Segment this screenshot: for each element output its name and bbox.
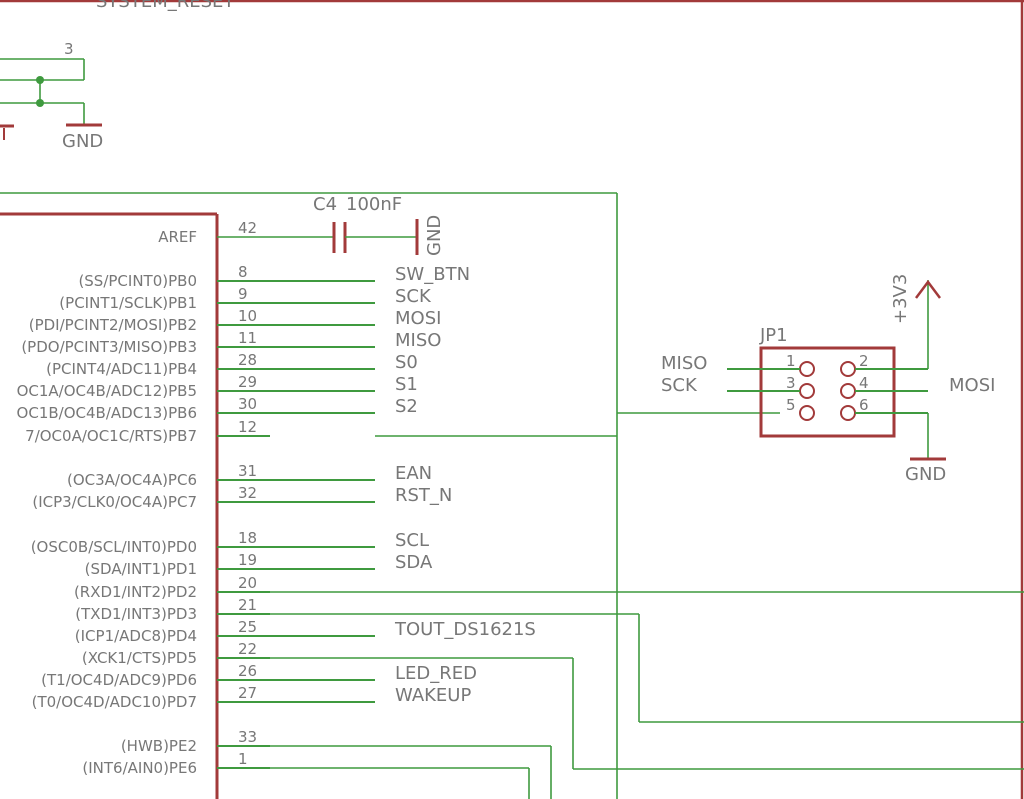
gnd-top-label: GND xyxy=(62,131,103,152)
header-pad-1 xyxy=(799,361,815,377)
header-mosi-label: MOSI xyxy=(949,375,995,396)
mcu-pin-number-12: 19 xyxy=(238,551,257,569)
mcu-pin-number-7: 30 xyxy=(238,395,257,413)
mcu-pin-label-0: AREF xyxy=(158,228,197,246)
mcu-pin-number-2: 9 xyxy=(238,285,248,303)
header-sck-label: SCK xyxy=(661,375,698,396)
header-pad-5 xyxy=(799,405,815,421)
mcu-pin-label-15: (ICP1/ADC8)PD4 xyxy=(75,627,197,645)
net-label-2: SCK xyxy=(395,286,432,307)
mcu-pin-number-0: 42 xyxy=(238,219,257,237)
mcu-pin-label-17: (T1/OC4D/ADC9)PD6 xyxy=(41,671,197,689)
header-pin-4: 4 xyxy=(859,374,869,392)
mcu-pin-number-10: 32 xyxy=(238,484,257,502)
capacitor-name: C4 xyxy=(313,194,337,215)
net-label-18: WAKEUP xyxy=(395,685,471,706)
mcu-pin-number-16: 22 xyxy=(238,640,257,658)
mcu-pin-label-6: OC1A/OC4B/ADC12)PB5 xyxy=(17,382,197,400)
junction-dot-1 xyxy=(36,76,44,84)
mcu-pin-number-8: 12 xyxy=(238,418,257,436)
net-label-1: SW_BTN xyxy=(395,264,470,285)
net-label-12: SDA xyxy=(395,552,433,573)
mcu-pin-label-14: (TXD1/INT3)PD3 xyxy=(75,605,197,623)
mcu-pin-label-12: (SDA/INT1)PD1 xyxy=(85,560,197,578)
mcu-pin-label-3: (PDI/PCINT2/MOSI)PB2 xyxy=(29,316,197,334)
header-name: JP1 xyxy=(759,325,788,346)
header-gnd-label: GND xyxy=(905,464,946,485)
mcu-pin-number-14: 21 xyxy=(238,596,257,614)
mcu-pin-number-13: 20 xyxy=(238,574,257,592)
mcu-pin-number-5: 28 xyxy=(238,351,257,369)
capacitor-value: 100nF xyxy=(346,194,402,215)
header-pin-3: 3 xyxy=(786,374,796,392)
mcu-pin-number-4: 11 xyxy=(238,329,257,347)
header-pin-1: 1 xyxy=(786,352,796,370)
net-label-10: RST_N xyxy=(395,485,452,506)
mcu-pin-label-1: (SS/PCINT0)PB0 xyxy=(78,272,197,290)
mcu-pin-label-19: (HWB)PE2 xyxy=(121,737,197,755)
mcu-pin-label-11: (OSC0B/SCL/INT0)PD0 xyxy=(31,538,197,556)
header-pad-2 xyxy=(840,361,856,377)
mcu-pin-label-10: (ICP3/CLK0/OC4A)PC7 xyxy=(32,493,197,511)
header-pin-6: 6 xyxy=(859,396,869,414)
header-miso-label: MISO xyxy=(661,353,707,374)
mcu-pin-number-3: 10 xyxy=(238,307,257,325)
header-pin-2: 2 xyxy=(859,352,869,370)
net-label-5: S0 xyxy=(395,352,418,373)
net-label-11: SCL xyxy=(395,530,429,551)
junction-dot-2 xyxy=(36,99,44,107)
mcu-pin-label-20: (INT6/AIN0)PE6 xyxy=(82,759,197,777)
header-pin-5: 5 xyxy=(786,396,796,414)
mcu-pin-label-4: (PDO/PCINT3/MISO)PB3 xyxy=(21,338,197,356)
header-pad-3 xyxy=(799,383,815,399)
mcu-pin-label-7: OC1B/OC4B/ADC13)PB6 xyxy=(17,404,197,422)
mcu-pin-label-16: (XCK1/CTS)PD5 xyxy=(82,649,197,667)
mcu-pin-label-18: (T0/OC4D/ADC10)PD7 xyxy=(32,693,197,711)
header-pad-6 xyxy=(840,405,856,421)
mcu-pin-label-8: 7/OC0A/OC1C/RTS)PB7 xyxy=(25,427,197,445)
mcu-pin-number-15: 25 xyxy=(238,618,257,636)
mcu-pin-label-2: (PCINT1/SCLK)PB1 xyxy=(59,294,197,312)
mcu-pin-number-11: 18 xyxy=(238,529,257,547)
mcu-pins-group: AREF 42 (SS/PCINT0)PB0 8 SW_BTN (PCINT1/SCLK)… xyxy=(17,219,536,777)
mcu-pin-number-9: 31 xyxy=(238,462,257,480)
mcu-pin-number-20: 1 xyxy=(238,750,248,768)
mcu-pin-label-9: (OC3A/OC4A)PC6 xyxy=(67,471,197,489)
mcu-pin-number-1: 8 xyxy=(238,263,248,281)
mcu-pin-number-19: 33 xyxy=(238,728,257,746)
supply-label: +3V3 xyxy=(890,274,911,324)
net-label-9: EAN xyxy=(395,463,432,484)
mcu-pin-number-17: 26 xyxy=(238,662,257,680)
mcu-pin-number-18: 27 xyxy=(238,684,257,702)
top-pin-number: 3 xyxy=(64,40,74,58)
mcu-pin-number-6: 29 xyxy=(238,373,257,391)
supply-arrow-symbol xyxy=(915,279,941,299)
gnd-cap-label: GND xyxy=(424,215,445,256)
net-label-7: S2 xyxy=(395,396,418,417)
net-label-4: MISO xyxy=(395,330,441,351)
mcu-pin-label-5: (PCINT4/ADC11)PB4 xyxy=(46,360,197,378)
net-label-6: S1 xyxy=(395,374,418,395)
system-reset-label: SYSTEM_RESET xyxy=(96,0,235,12)
header-pad-4 xyxy=(840,383,856,399)
net-label-15: TOUT_DS1621S xyxy=(394,619,536,640)
net-label-17: LED_RED xyxy=(395,663,477,684)
mcu-pin-label-13: (RXD1/INT2)PD2 xyxy=(74,583,197,601)
net-label-3: MOSI xyxy=(395,308,441,329)
